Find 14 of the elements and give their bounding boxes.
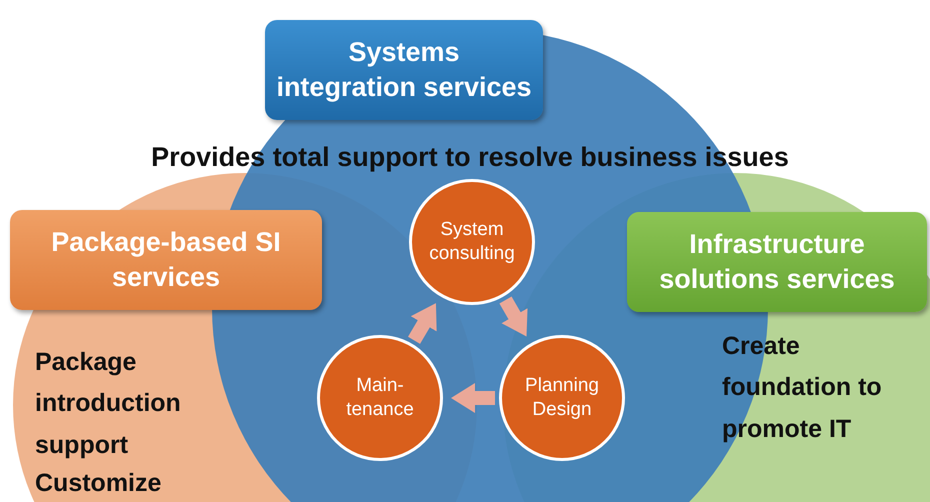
block-arrow [451, 383, 495, 413]
node-text: Infrastructure solutions services [658, 228, 896, 296]
service-box [627, 212, 927, 312]
block-arrow [408, 303, 437, 344]
node-text: Main- tenance [345, 374, 415, 422]
node-text: Package-based SI services [50, 226, 282, 294]
description-text: Customize [35, 468, 162, 499]
node-text: Systems integration services [275, 36, 533, 104]
node-text: Planning Design [524, 374, 600, 422]
description-text: Package introduction support [35, 347, 182, 460]
node-text: System consulting [428, 218, 516, 266]
service-box [265, 20, 543, 120]
service-box [10, 210, 322, 310]
block-arrow [499, 296, 528, 336]
